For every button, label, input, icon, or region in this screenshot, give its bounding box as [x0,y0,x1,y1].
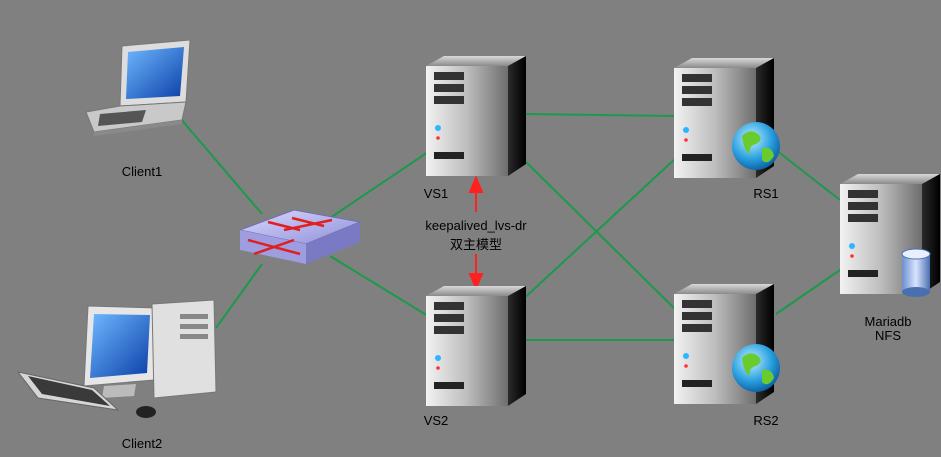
link-rs1-db [775,149,841,201]
links [179,113,841,341]
rs1-label: RS1 [753,186,779,201]
link-switch-vs1 [329,151,429,219]
globe-icon [732,122,780,170]
link-rs2-db [775,269,841,315]
switch-icon [238,209,362,264]
server-icon [426,286,526,406]
annotation-keepalived: keepalived_lvs-dr [425,218,527,233]
link-vs1-rs2 [519,155,677,311]
laptop-icon [85,39,191,136]
client2-label: Client2 [121,436,163,451]
globe-icon [732,344,780,392]
link-vs2-rs1 [519,157,677,303]
rs2-label: RS2 [753,413,779,428]
link-client2-switch [215,263,263,329]
db-label-nfs: NFS [875,328,901,343]
link-vs1-rs1 [523,113,677,117]
desktop-pc-icon [16,299,217,418]
server-icon [426,56,526,176]
link-switch-vs2 [329,255,429,317]
vs2-label: VS2 [423,413,449,428]
database-icon [901,248,931,297]
client1-label: Client1 [121,164,163,179]
annotation-dual-master: 双主模型 [449,237,503,252]
heartbeat-arrows [468,175,484,291]
link-client1-switch [179,117,263,215]
vs1-label: VS1 [423,186,449,201]
db-label-mariadb: Mariadb [864,314,912,329]
